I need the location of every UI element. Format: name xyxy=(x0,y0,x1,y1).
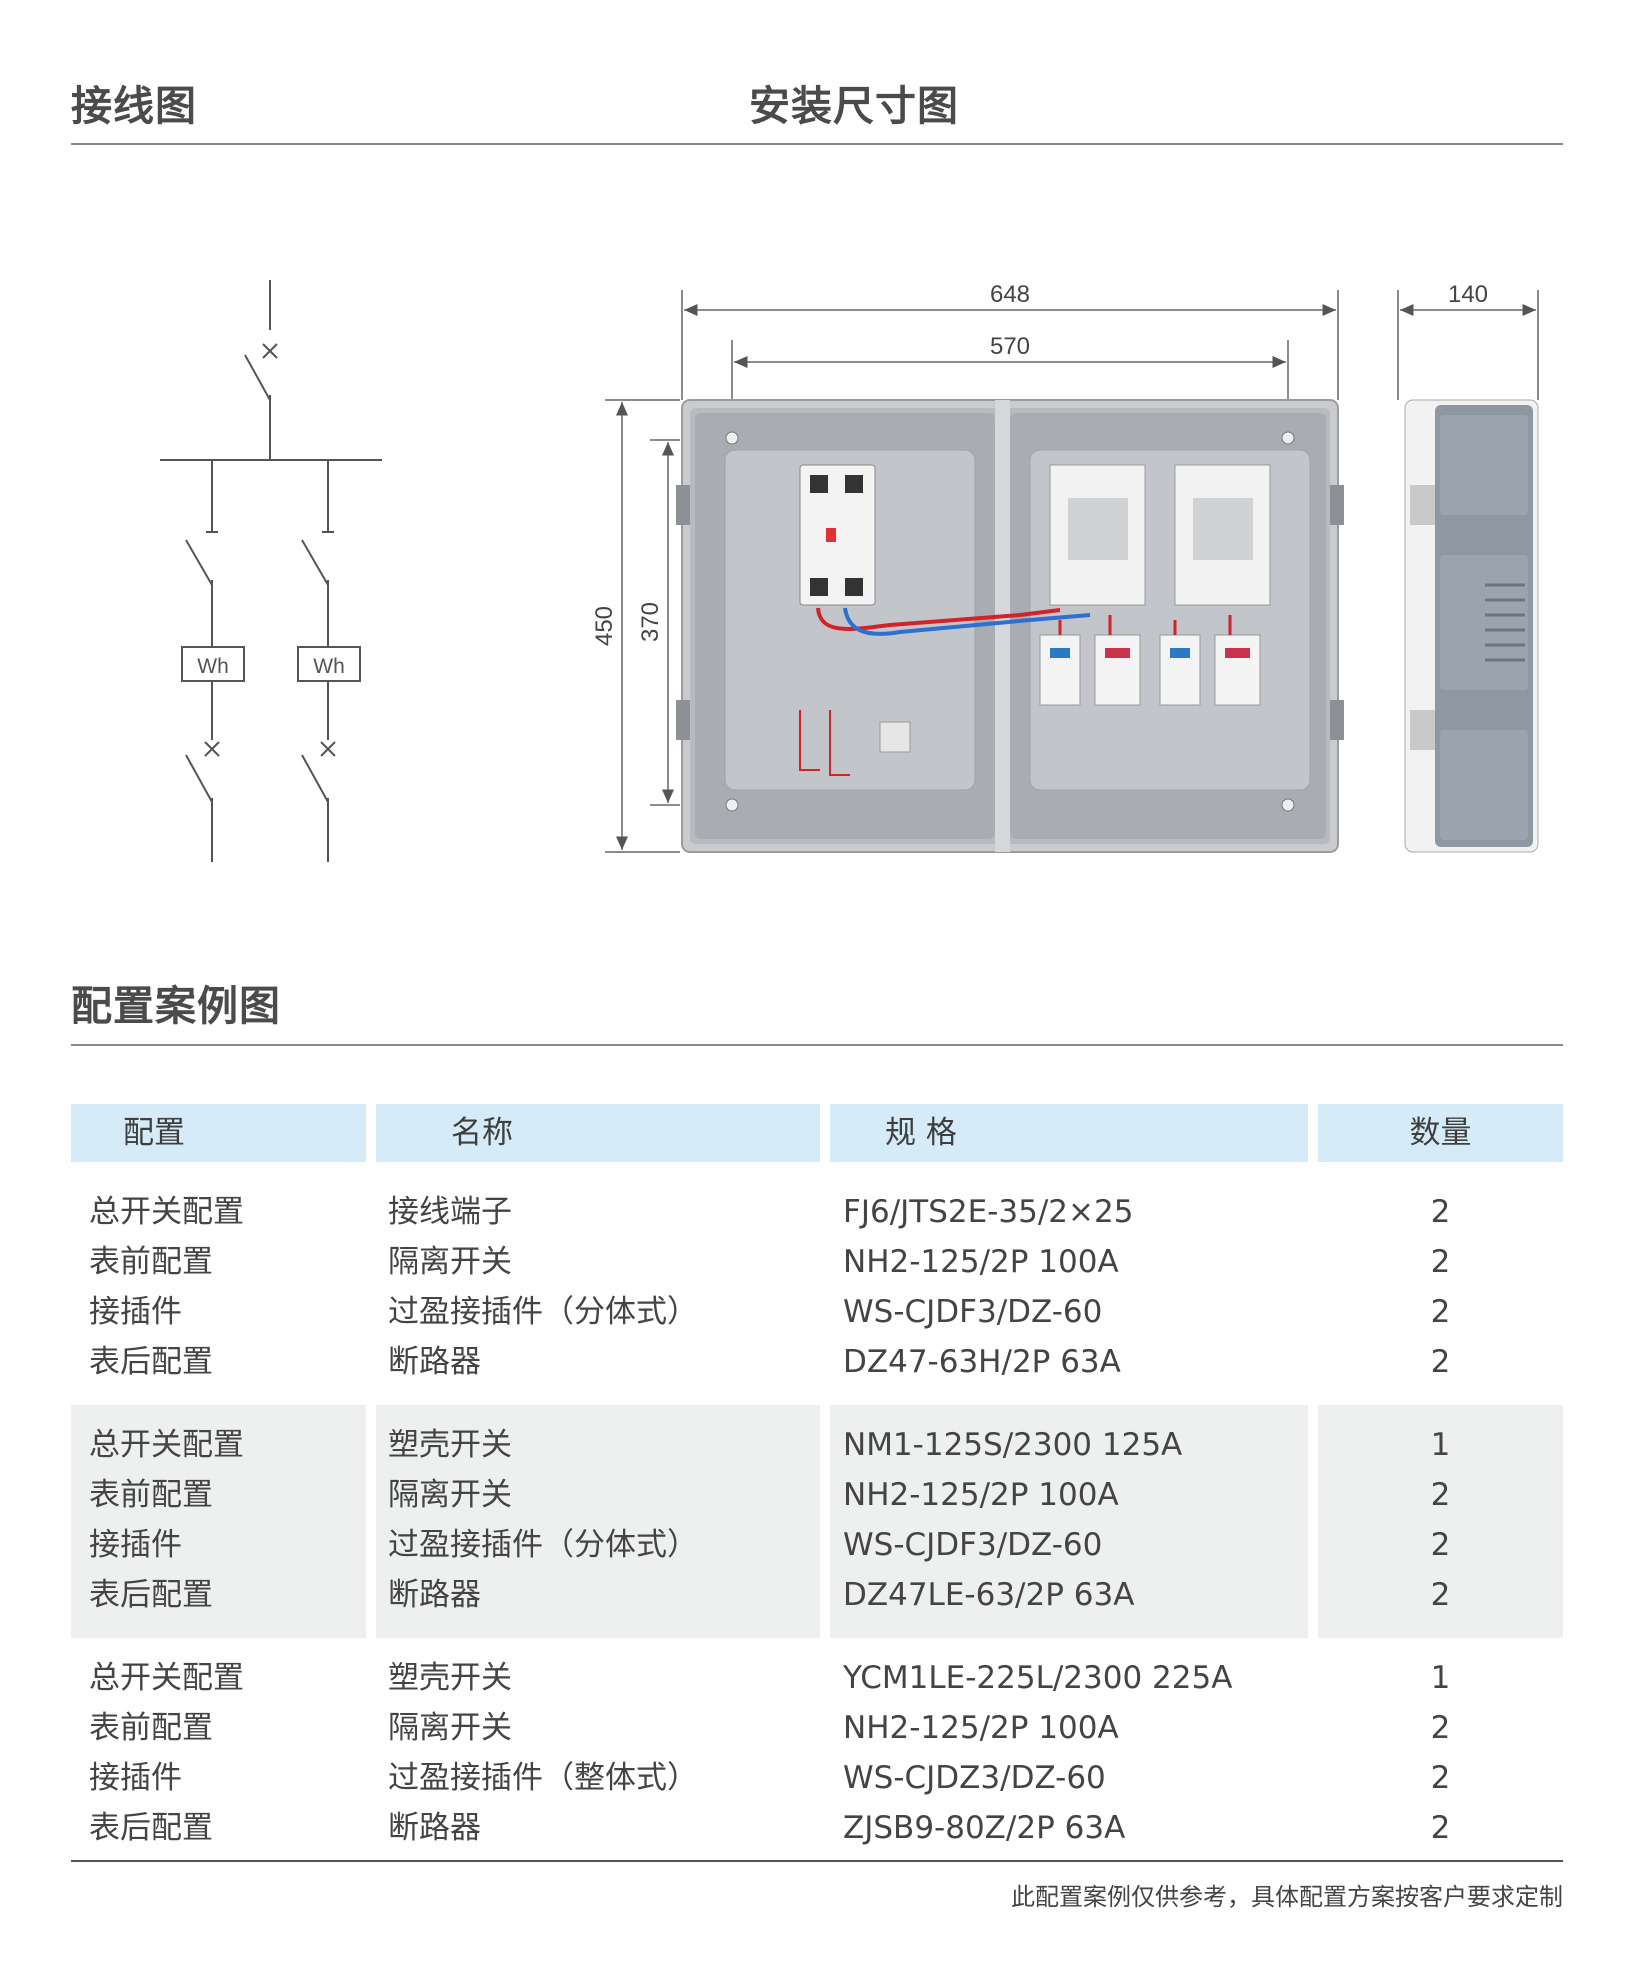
wiring-diagram: Wh Wh xyxy=(160,280,382,862)
config-table: 配置 名称 规 格 数量 总开关配置 表前配置 接插件 表后配置 接线端子 隔离… xyxy=(71,1104,1563,1871)
table-cell: 隔离开关 xyxy=(388,1477,512,1513)
qty-col: 1 2 2 2 xyxy=(1318,1653,1563,1853)
table-cell: 2 xyxy=(1430,1294,1451,1330)
table-bottom-rule xyxy=(71,1860,1563,1862)
table-cell: 2 xyxy=(1430,1810,1451,1846)
table-cell: 2 xyxy=(1430,1477,1451,1513)
table-cell: 2 xyxy=(1430,1244,1451,1280)
table-cell: 隔离开关 xyxy=(388,1244,512,1280)
dim-mount-height: 370 xyxy=(637,602,664,642)
table-cell: 塑壳开关 xyxy=(388,1427,512,1463)
table-cell: 隔离开关 xyxy=(388,1710,512,1746)
header-config: 配置 xyxy=(71,1104,366,1162)
table-cell: 表后配置 xyxy=(89,1344,213,1380)
table-cell: 断路器 xyxy=(388,1810,481,1846)
table-header: 配置 名称 规 格 数量 xyxy=(71,1104,1563,1164)
table-cell: 2 xyxy=(1430,1710,1451,1746)
table-cell: 总开关配置 xyxy=(89,1427,244,1463)
table-cell: 塑壳开关 xyxy=(388,1660,512,1696)
table-cell: 表前配置 xyxy=(89,1477,213,1513)
table-cell: 接插件 xyxy=(89,1527,182,1563)
table-cell: 2 xyxy=(1430,1194,1451,1230)
config-group-2: 总开关配置 表前配置 接插件 表后配置 塑壳开关 隔离开关 过盈接插件（分体式）… xyxy=(71,1405,1563,1638)
table-cell: 断路器 xyxy=(388,1577,481,1613)
spec-col: YCM1LE-225L/2300 225A NH2-125/2P 100A WS… xyxy=(843,1653,1232,1853)
config-divider xyxy=(71,1044,1563,1046)
table-cell: 表后配置 xyxy=(89,1577,213,1613)
enclosure-side-view xyxy=(1404,399,1539,853)
table-cell: 接插件 xyxy=(89,1294,182,1330)
table-cell: WS-CJDF3/DZ-60 xyxy=(843,1294,1103,1330)
table-cell: 2 xyxy=(1430,1527,1451,1563)
table-cell: YCM1LE-225L/2300 225A xyxy=(843,1660,1233,1696)
table-cell: 表前配置 xyxy=(89,1710,213,1746)
table-cell: 2 xyxy=(1430,1344,1451,1380)
table-cell: WS-CJDF3/DZ-60 xyxy=(843,1527,1103,1563)
top-divider xyxy=(71,143,1563,145)
wiring-diagram-heading: 接线图 xyxy=(71,82,197,130)
config-col: 总开关配置 表前配置 接插件 表后配置 xyxy=(89,1187,244,1387)
config-example-heading: 配置案例图 xyxy=(71,982,281,1030)
table-cell: 1 xyxy=(1430,1427,1451,1463)
header-name: 名称 xyxy=(376,1104,820,1162)
table-cell: 2 xyxy=(1430,1760,1451,1796)
table-cell: 过盈接插件（整体式） xyxy=(388,1760,698,1796)
install-dimension-drawing: 648 570 140 450 370 xyxy=(591,281,1539,853)
table-cell: 2 xyxy=(1430,1577,1451,1613)
footnote: 此配置案例仅供参考，具体配置方案按客户要求定制 xyxy=(1011,1883,1563,1911)
table-cell: DZ47LE-63/2P 63A xyxy=(843,1577,1135,1613)
table-cell: NH2-125/2P 100A xyxy=(843,1710,1119,1746)
name-col: 塑壳开关 隔离开关 过盈接插件（分体式） 断路器 xyxy=(388,1420,698,1620)
dim-depth: 140 xyxy=(1448,281,1488,308)
table-cell: 总开关配置 xyxy=(89,1194,244,1230)
name-col: 塑壳开关 隔离开关 过盈接插件（整体式） 断路器 xyxy=(388,1653,698,1853)
table-cell: 接插件 xyxy=(89,1760,182,1796)
table-cell: 表前配置 xyxy=(89,1244,213,1280)
table-cell: ZJSB9-80Z/2P 63A xyxy=(843,1810,1126,1846)
spec-col: NM1-125S/2300 125A NH2-125/2P 100A WS-CJ… xyxy=(843,1420,1182,1620)
config-col: 总开关配置 表前配置 接插件 表后配置 xyxy=(89,1420,244,1620)
dim-mount-width: 570 xyxy=(990,333,1030,360)
enclosure-front-view xyxy=(676,399,1344,853)
table-cell: 过盈接插件（分体式） xyxy=(388,1294,698,1330)
name-col: 接线端子 隔离开关 过盈接插件（分体式） 断路器 xyxy=(388,1187,698,1387)
install-dimension-heading: 安装尺寸图 xyxy=(749,82,959,130)
table-cell: 过盈接插件（分体式） xyxy=(388,1527,698,1563)
meter-label-2: Wh xyxy=(313,655,345,678)
table-cell: 表后配置 xyxy=(89,1810,213,1846)
config-group-1: 总开关配置 表前配置 接插件 表后配置 接线端子 隔离开关 过盈接插件（分体式）… xyxy=(71,1172,1563,1405)
qty-col: 2 2 2 2 xyxy=(1318,1187,1563,1387)
table-cell: NH2-125/2P 100A xyxy=(843,1477,1119,1513)
dim-overall-height: 450 xyxy=(591,606,618,646)
table-cell: 接线端子 xyxy=(388,1194,512,1230)
table-cell: DZ47-63H/2P 63A xyxy=(843,1344,1121,1380)
table-cell: WS-CJDZ3/DZ-60 xyxy=(843,1760,1106,1796)
meter-label-1: Wh xyxy=(197,655,229,678)
dim-overall-width: 648 xyxy=(990,281,1030,308)
table-cell: FJ6/JTS2E-35/2×25 xyxy=(843,1194,1134,1230)
config-group-3: 总开关配置 表前配置 接插件 表后配置 塑壳开关 隔离开关 过盈接插件（整体式）… xyxy=(71,1638,1563,1871)
table-cell: 断路器 xyxy=(388,1344,481,1380)
table-cell: 1 xyxy=(1430,1660,1451,1696)
table-cell: NH2-125/2P 100A xyxy=(843,1244,1119,1280)
header-qty: 数量 xyxy=(1318,1104,1563,1162)
header-spec: 规 格 xyxy=(830,1104,1308,1162)
spec-col: FJ6/JTS2E-35/2×25 NH2-125/2P 100A WS-CJD… xyxy=(843,1187,1133,1387)
table-cell: NM1-125S/2300 125A xyxy=(843,1427,1183,1463)
config-col: 总开关配置 表前配置 接插件 表后配置 xyxy=(89,1653,244,1853)
table-cell: 总开关配置 xyxy=(89,1660,244,1696)
qty-col: 1 2 2 2 xyxy=(1318,1420,1563,1620)
